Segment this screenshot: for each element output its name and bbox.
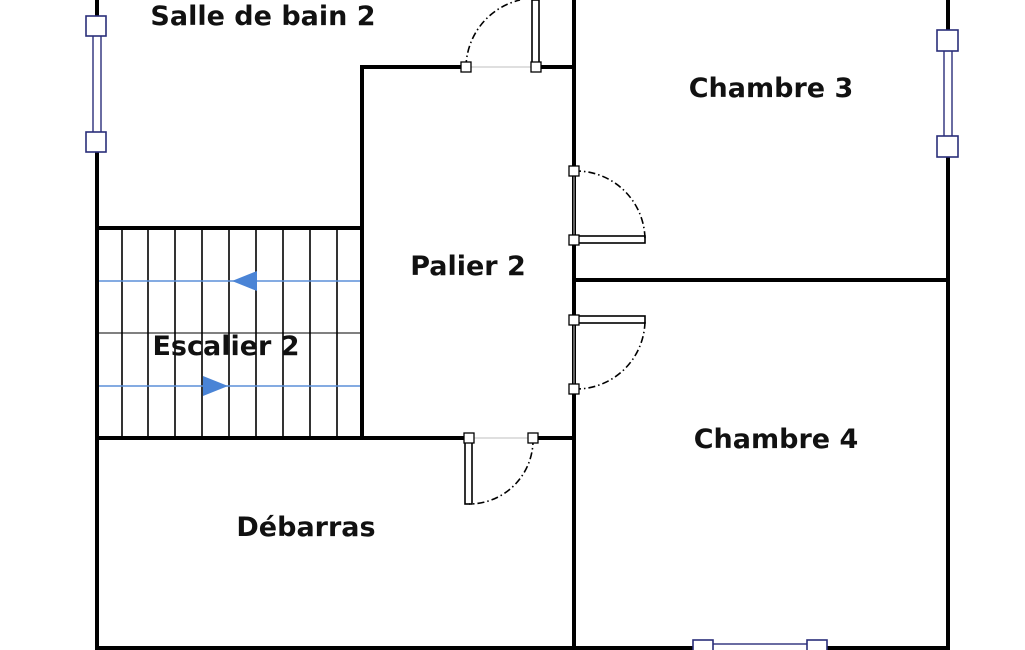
door-swing <box>460 0 542 73</box>
window-symbol <box>936 29 959 158</box>
staircase <box>97 228 362 438</box>
door-swing <box>568 165 646 246</box>
door-swing <box>568 314 646 395</box>
room-label-salle-de-bain: Salle de bain 2 <box>150 1 375 32</box>
window-symbol <box>692 639 828 650</box>
room-label-chambre-4: Chambre 4 <box>694 424 859 455</box>
room-label-debarras: Débarras <box>236 512 375 543</box>
door-swing <box>463 432 539 505</box>
stair-direction-arrow <box>97 271 362 291</box>
room-label-palier: Palier 2 <box>410 251 526 282</box>
window-symbol <box>85 15 107 153</box>
room-label-escalier: Escalier 2 <box>152 331 299 362</box>
stair-direction-arrow <box>97 376 362 396</box>
room-label-chambre-3: Chambre 3 <box>689 73 854 104</box>
door-thresholds <box>466 66 575 439</box>
